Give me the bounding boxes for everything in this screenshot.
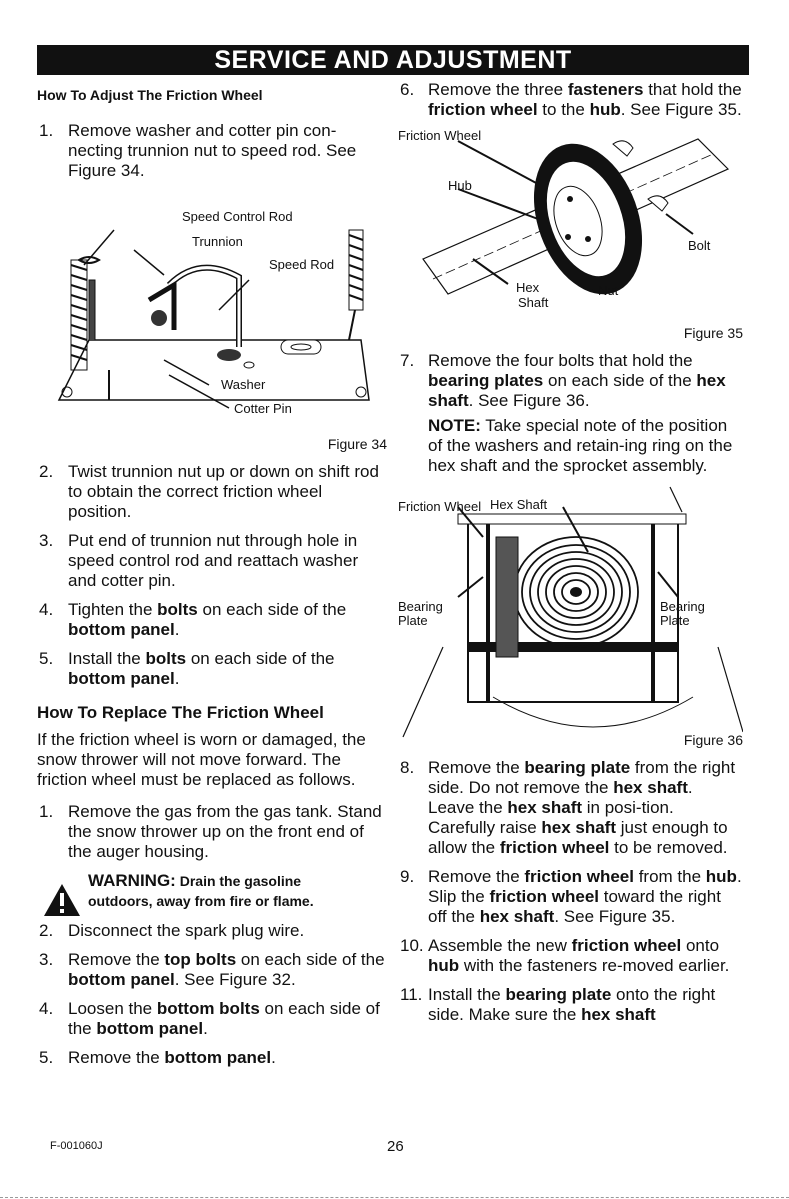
- step-10: 10. Assemble the new friction wheel onto…: [400, 936, 730, 975]
- warning-block: WARNING: Drain the gasoline outdoors, aw…: [43, 871, 387, 916]
- label-bearing-right: Bearing: [660, 599, 705, 614]
- figure-34-illustration: [57, 229, 370, 409]
- page-number: 26: [387, 1138, 404, 1155]
- step-6: 6. Remove the three fasteners that hold …: [400, 80, 742, 119]
- figure-35-caption: Figure 35: [683, 325, 743, 341]
- replace-step-5: 5. Remove the bottom panel.: [39, 1048, 276, 1067]
- warning-text: outdoors, away from fire or flame.: [88, 893, 314, 909]
- right-column: 6. Remove the three fasteners that hold …: [398, 80, 743, 1034]
- label-washer: Washer: [221, 377, 266, 392]
- step-4: 4. Tighten the bolts on each side of the…: [39, 600, 347, 639]
- warning-icon: [44, 884, 80, 916]
- note-label: NOTE:: [428, 416, 481, 435]
- label-hex: Hex: [516, 280, 540, 295]
- replace-step-2: 2. Disconnect the spark plug wire.: [39, 921, 305, 940]
- note-block: NOTE: Take special note of the position …: [428, 416, 733, 475]
- heading-adjust-friction-wheel: How To Adjust The Friction Wheel: [37, 87, 263, 103]
- figure-36: Friction Wheel Hex Shaft Bearing Plate B…: [398, 482, 743, 738]
- label-speed-control-rod: Speed Control Rod: [182, 209, 293, 224]
- step-11: 11. Install the bearing plate onto the r…: [400, 985, 716, 1024]
- step-5: 5. Install the bolts on each side of the…: [39, 649, 335, 688]
- step-3: 3. Put end of trunnion nut through hole …: [39, 531, 359, 590]
- step-9: 9. Remove the friction wheel from the hu…: [400, 867, 742, 926]
- label-cotter-pin: Cotter Pin: [234, 401, 292, 416]
- step-8: 8. Remove the bearing plate from the rig…: [400, 758, 736, 857]
- label-plate-left: Plate: [398, 613, 428, 628]
- figure-34: Speed Control Rod Trunnion Speed Rod Was…: [49, 190, 387, 430]
- replace-step-3: 3. Remove the top bolts on each side of …: [39, 950, 385, 989]
- figure-34-caption: Figure 34: [327, 436, 387, 452]
- step-1: 1. Remove washer and cotter pin con-nect…: [39, 121, 357, 180]
- replace-intro: If the friction wheel is worn or damaged…: [37, 730, 366, 789]
- figure-35-illustration: [422, 138, 730, 295]
- figure-36-caption: Figure 36: [683, 732, 743, 748]
- document-code: F-001060J: [50, 1140, 103, 1152]
- figure-36-illustration: [402, 486, 743, 738]
- heading-replace-friction-wheel: How To Replace The Friction Wheel: [37, 703, 324, 722]
- label-bolt: Bolt: [688, 238, 711, 253]
- label-trunnion: Trunnion: [192, 234, 243, 249]
- label-friction-wheel-36: Friction Wheel: [398, 499, 482, 514]
- step-2: 2. Twist trunnion nut up or down on shif…: [39, 462, 379, 521]
- label-hex-shaft-36: Hex Shaft: [490, 497, 548, 512]
- label-friction-wheel: Friction Wheel: [398, 128, 482, 143]
- label-shaft: Shaft: [518, 295, 549, 310]
- label-hub: Hub: [448, 178, 472, 193]
- figure-35: Friction Wheel Hub Bolt Hex Shaft Nut: [398, 129, 743, 319]
- bottom-rule: [0, 1197, 789, 1198]
- step-7: 7. Remove the four bolts that hold the b…: [400, 351, 726, 410]
- label-speed-rod: Speed Rod: [269, 257, 335, 272]
- label-bearing-left: Bearing: [398, 599, 443, 614]
- left-column: How To Adjust The Friction Wheel 1. Remo…: [37, 85, 387, 1077]
- section-banner: SERVICE AND ADJUSTMENT: [37, 45, 749, 75]
- label-nut: Nut: [598, 283, 619, 298]
- replace-step-4: 4. Loosen the bottom bolts on each side …: [39, 999, 380, 1038]
- warning-title: WARNING:: [88, 871, 176, 890]
- replace-step-1: 1. Remove the gas from the gas tank. Sta…: [39, 802, 382, 861]
- label-plate-right: Plate: [660, 613, 690, 628]
